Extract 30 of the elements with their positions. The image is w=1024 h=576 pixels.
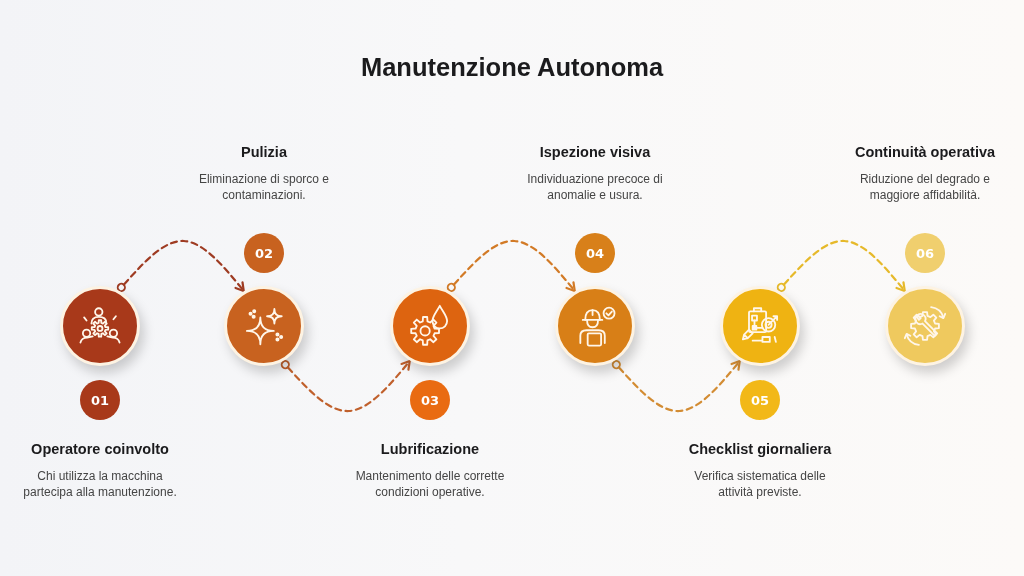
step-title: Continuità operativa xyxy=(854,144,996,161)
step-title: Ispezione visiva xyxy=(539,144,651,161)
step-circle xyxy=(720,286,800,366)
step-number: 06 xyxy=(905,233,945,273)
dashed-arrow xyxy=(446,239,576,293)
step-description: Chi utilizza la macchina partecipa alla manutenzione. xyxy=(22,468,178,500)
dashed-arrow xyxy=(776,239,906,293)
step-description: Individuazione precoce di anomalie e usura. xyxy=(526,171,664,203)
step-title: Operatore coinvolto xyxy=(31,441,169,458)
diagram-title: Manutenzione Autonoma xyxy=(360,53,664,82)
step-description: Verifica sistematica delle attività previste. xyxy=(693,468,827,500)
step-circle xyxy=(390,286,470,366)
step-circle xyxy=(60,286,140,366)
step-number: 04 xyxy=(575,233,615,273)
dashed-arrow xyxy=(280,359,411,413)
step-description: Riduzione del degrado e maggiore affidabilità. xyxy=(858,171,992,203)
step-number: 01 xyxy=(80,380,120,420)
step-description: Eliminazione di sporco e contaminazioni. xyxy=(197,171,331,203)
step-description: Mantenimento delle corrette condizioni operative. xyxy=(354,468,506,500)
step-title: Pulizia xyxy=(241,144,287,161)
step-number: 05 xyxy=(740,380,780,420)
step-circle xyxy=(224,286,304,366)
dashed-arrow xyxy=(116,239,245,293)
step-circle xyxy=(555,286,635,366)
dashed-arrow xyxy=(611,359,741,413)
step-title: Checklist giornaliera xyxy=(688,441,832,458)
step-title: Lubrificazione xyxy=(380,441,480,458)
step-number: 02 xyxy=(244,233,284,273)
step-number: 03 xyxy=(410,380,450,420)
step-circle xyxy=(885,286,965,366)
